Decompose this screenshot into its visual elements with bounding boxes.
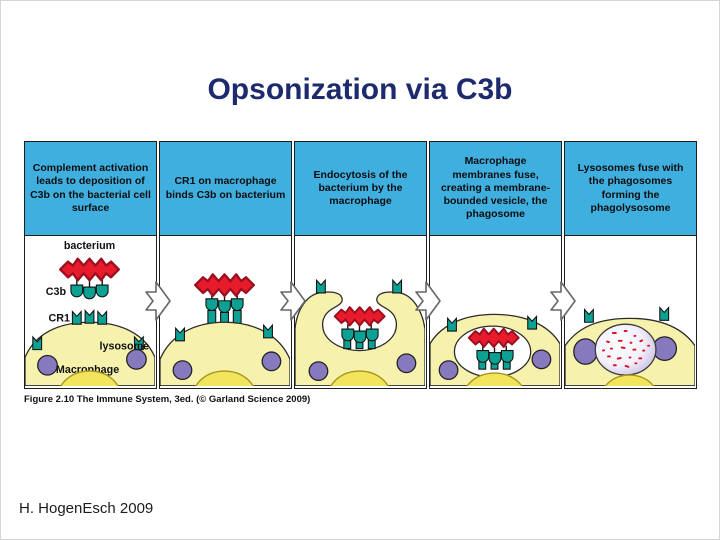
panel-5-illustration — [565, 306, 695, 386]
panel-3-body — [294, 236, 427, 389]
author-attribution: H. HogenEsch 2009 — [19, 500, 154, 517]
c3b-receptors — [341, 328, 379, 344]
nucleus — [60, 370, 119, 386]
panel-strip: Complement activation leads to depositio… — [24, 141, 697, 389]
step-arrow-icon — [280, 281, 306, 321]
step-arrow-icon — [550, 281, 576, 321]
lysosome — [396, 353, 417, 374]
figure-caption: Figure 2.10 The Immune System, 3ed. (© G… — [24, 394, 311, 405]
panel-3: Endocytosis of the bacterium by the macr… — [294, 141, 427, 389]
fusing-lysosome — [573, 338, 598, 365]
cr1-receptors — [584, 306, 670, 323]
nucleus — [330, 370, 389, 386]
panel-2-body — [159, 236, 292, 389]
lysosome — [438, 360, 459, 381]
panel-3-header: Endocytosis of the bacterium by the macr… — [294, 141, 427, 236]
page-title: Opsonization via C3b — [207, 73, 513, 106]
nucleus — [195, 370, 254, 386]
cr1-receptors — [175, 323, 273, 342]
lysosome — [531, 349, 552, 370]
c3b-receptors — [70, 284, 109, 300]
nucleus — [604, 374, 655, 386]
panel-1-header: Complement activation leads to depositio… — [24, 141, 157, 236]
c3b-label: C3b — [46, 286, 67, 298]
bacterium-shape — [59, 257, 121, 282]
lysosome — [37, 354, 58, 376]
nucleus — [466, 372, 523, 386]
panel-5-header: Lysosomes fuse with the phagosomes formi… — [564, 141, 697, 236]
panel-2-illustration — [160, 273, 290, 386]
panel-4: Macrophage membranes fuse, creating a me… — [429, 141, 562, 389]
cr1-receptors — [32, 309, 144, 351]
cr1-receptors — [315, 278, 403, 294]
panel-4-body — [429, 236, 562, 389]
panel-4-header: Macrophage membranes fuse, creating a me… — [429, 141, 562, 236]
panel-3-illustration — [295, 278, 425, 386]
panel-1-illustration: bacterium C3b — [25, 240, 155, 386]
panel-5: Lysosomes fuse with the phagosomes formi… — [564, 141, 697, 389]
step-arrow-icon — [145, 281, 171, 321]
bacterium-shape — [333, 306, 386, 327]
panel-5-body — [564, 236, 697, 389]
lysosome — [308, 361, 329, 382]
digested-bacteria-specks — [602, 330, 651, 368]
c3b-receptors — [205, 298, 244, 313]
panel-1-body: bacterium C3b — [24, 236, 157, 389]
lysosome — [126, 348, 147, 370]
bacterium-shape — [467, 327, 520, 348]
step-arrow-icon — [415, 281, 441, 321]
panel-2-header: CR1 on macrophage binds C3b on bacterium — [159, 141, 292, 236]
lysosome — [261, 351, 282, 372]
c3b-receptors — [476, 350, 514, 365]
bacterium-label: bacterium — [64, 240, 115, 252]
panel-2: CR1 on macrophage binds C3b on bacterium — [159, 141, 292, 389]
bacterium-shape — [194, 273, 256, 298]
panel-1: Complement activation leads to depositio… — [24, 141, 157, 389]
lysosome — [172, 360, 193, 381]
panel-4-illustration — [430, 313, 560, 386]
figure: Complement activation leads to depositio… — [24, 141, 697, 405]
macrophage-cell-pseudopods — [295, 291, 425, 386]
cr1-label: CR1 — [48, 312, 70, 324]
cr1-receptors — [447, 314, 538, 332]
